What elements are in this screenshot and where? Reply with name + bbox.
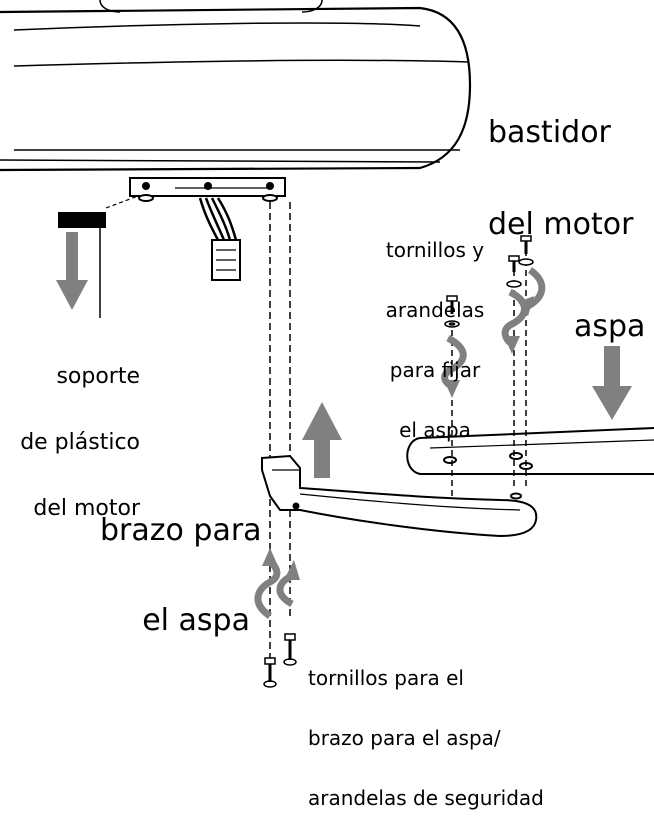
- label-motor-housing-line2: del motor: [488, 207, 634, 242]
- blade-arm-up-arrow: [302, 402, 342, 478]
- diagram-drawing: [0, 0, 654, 688]
- arm-screw-arrowheads: [262, 548, 300, 580]
- blade-down-arrow: [592, 346, 632, 420]
- label-blade-arm-line1: brazo para: [100, 513, 262, 548]
- label-plastic-mount-line2: de plástico: [20, 430, 140, 455]
- label-motor-housing-line1: bastidor: [488, 115, 611, 150]
- arm-screw-twist-arrows: [254, 559, 294, 619]
- label-blade-screws-line2: arandelas: [385, 298, 485, 322]
- blade-arm: [261, 454, 538, 538]
- arm-alignment-lines: [269, 202, 291, 660]
- label-arm-screws-line1: tornillos para el: [308, 666, 464, 690]
- label-motor-housing: bastidor del motor: [488, 58, 633, 270]
- label-arm-screws-line2: brazo para el aspa/: [308, 726, 501, 750]
- label-blade-screws-line4: el aspa: [399, 418, 471, 442]
- plastic-mount-down-arrow: [56, 232, 88, 310]
- label-arm-screws: tornillos para el brazo para el aspa/ ar…: [308, 628, 544, 828]
- wire-connector: [198, 197, 241, 281]
- label-blade: aspa: [574, 309, 646, 344]
- blade-screw-lines: [451, 250, 527, 500]
- label-plastic-mount-line1: soporte: [56, 364, 140, 389]
- label-blade-arm: brazo para el aspa: [100, 456, 262, 666]
- plastic-motor-mount: [58, 195, 139, 318]
- motor-mount-plate: [129, 177, 286, 202]
- blade-screw-arrowheads: [444, 296, 534, 398]
- label-blade-screws-line3: para fijar: [389, 358, 481, 382]
- arm-screws: [263, 633, 297, 688]
- label-plastic-mount: soporte de plástico del motor: [18, 322, 140, 542]
- label-blade-screws: tornillos y arandelas para fijar el aspa: [368, 200, 502, 460]
- label-arm-screws-line3: arandelas de seguridad: [308, 786, 544, 810]
- blade-screws: [444, 235, 534, 328]
- label-blade-arm-line2: el aspa: [142, 603, 250, 638]
- motor-housing: [0, 0, 472, 172]
- label-plastic-mount-line3: del motor: [33, 496, 140, 521]
- label-blade-screws-line1: tornillos y: [385, 238, 485, 262]
- ceiling-fan-blade-assembly-diagram: bastidor del motor tornillos y arandelas…: [0, 0, 654, 808]
- fan-blade: [406, 427, 654, 500]
